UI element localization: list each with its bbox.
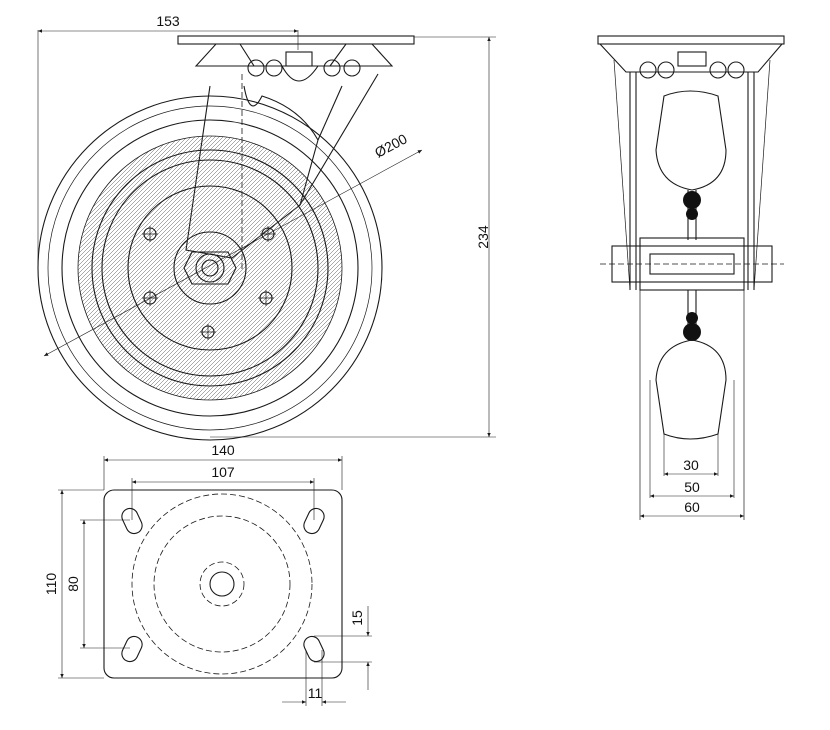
rim-web-upper [683, 190, 701, 240]
upper-tyre [655, 90, 727, 191]
dim-234: 234 [210, 36, 496, 438]
label-234: 234 [475, 225, 491, 249]
axle [600, 237, 784, 291]
lower-tyre [655, 339, 727, 440]
dim-80: 80 [65, 519, 130, 649]
label-50: 50 [684, 479, 700, 495]
label-60: 60 [684, 499, 700, 515]
dim-110: 110 [43, 489, 104, 679]
dim-11: 11 [282, 650, 346, 706]
side-view: 153 234 Ø200 [37, 13, 496, 441]
label-140: 140 [211, 442, 235, 458]
label-153: 153 [156, 13, 180, 29]
top-plate-side [177, 35, 415, 82]
front-view: 30 50 60 [597, 35, 785, 520]
label-11: 11 [308, 685, 323, 701]
rim-web-lower [683, 290, 701, 341]
wheel-side [37, 95, 383, 441]
label-80: 80 [65, 576, 81, 592]
label-30: 30 [683, 457, 699, 473]
dim-153: 153 [37, 13, 299, 268]
fork-plates [613, 59, 771, 291]
label-15: 15 [349, 610, 365, 626]
dim-107: 107 [131, 464, 315, 520]
dim-15: 15 [314, 606, 372, 690]
label-107: 107 [211, 464, 235, 480]
top-plate-front [597, 35, 785, 79]
dim-60: 60 [640, 499, 744, 518]
dim-140: 140 [103, 442, 343, 490]
mounting-slots [121, 507, 325, 663]
dim-50: 50 [649, 380, 735, 498]
label-110: 110 [43, 573, 59, 596]
label-diameter: Ø200 [372, 130, 410, 160]
plate-view: 140 107 110 80 15 [43, 442, 372, 706]
dim-30: 30 [663, 434, 719, 476]
